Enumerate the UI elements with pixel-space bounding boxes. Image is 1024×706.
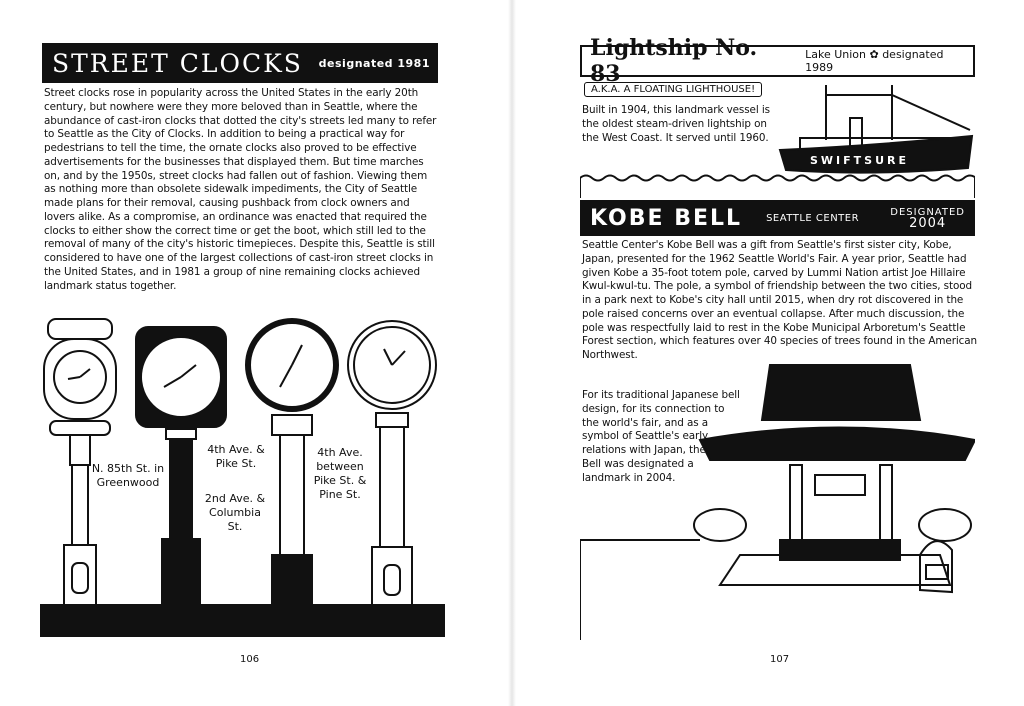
ground-line (580, 539, 700, 640)
label-pine: 4th Ave. between Pike St. & Pine St. (313, 446, 367, 501)
clock-columbia-icon (245, 318, 339, 606)
street-clocks-header: STREET CLOCKS designated 1981 (42, 43, 438, 83)
lightship-illustration: SWIFTSURE (580, 85, 975, 198)
plaque-rock-icon (919, 540, 953, 594)
lightship-body: Built in 1904, this landmark vessel is t… (582, 104, 770, 144)
kobe-bell-illustration (580, 364, 975, 640)
label-pike: 4th Ave. & Pike St. (207, 443, 265, 470)
left-page (0, 0, 512, 706)
street-clocks-designation: designated 1981 (318, 56, 430, 70)
label-columbia: 2nd Ave. & Columbia St. (204, 492, 266, 533)
clock-century-square-icon (347, 320, 437, 606)
street-clocks-body: Street clocks rose in popularity across … (44, 87, 437, 292)
ship-icon (778, 85, 974, 174)
sidewalk-ground (40, 604, 445, 637)
label-greenwood: N. 85th St. in Greenwood (91, 462, 165, 489)
lightship-title: Lightship No. 83 (590, 35, 758, 87)
clock-pike-icon (135, 326, 227, 606)
lightship-header: Lightship No. 83 Lake Union ✿ designated… (580, 35, 975, 87)
street-clocks-illustration (40, 318, 445, 637)
lightship-aka-banner: A.K.A. A FLOATING LIGHTHOUSE! (584, 82, 763, 97)
designated-label: DESIGNATED (890, 206, 965, 218)
book-gutter (508, 0, 516, 706)
page-number-right: 107 (770, 654, 790, 665)
ship-name: SWIFTSURE (810, 154, 909, 167)
lightship-location: Lake Union ✿ designated 1989 (805, 48, 944, 74)
kobe-bell-title: KOBE BELL (590, 205, 743, 231)
shrubs-icon (693, 508, 972, 542)
waves (580, 174, 975, 182)
street-clocks-title: STREET CLOCKS (52, 48, 303, 78)
kobe-bell-body-2: For its traditional Japanese bell design… (582, 389, 740, 484)
kobe-bell-body: Seattle Center's Kobe Bell was a gift fr… (582, 239, 978, 361)
pagoda-icon (698, 364, 975, 586)
clock-greenwood-icon (43, 318, 117, 606)
kobe-bell-location: SEATTLE CENTER (766, 212, 860, 224)
designated-year: 2004 (909, 215, 947, 231)
page-number-left: 106 (240, 654, 260, 665)
right-page (512, 0, 1024, 706)
